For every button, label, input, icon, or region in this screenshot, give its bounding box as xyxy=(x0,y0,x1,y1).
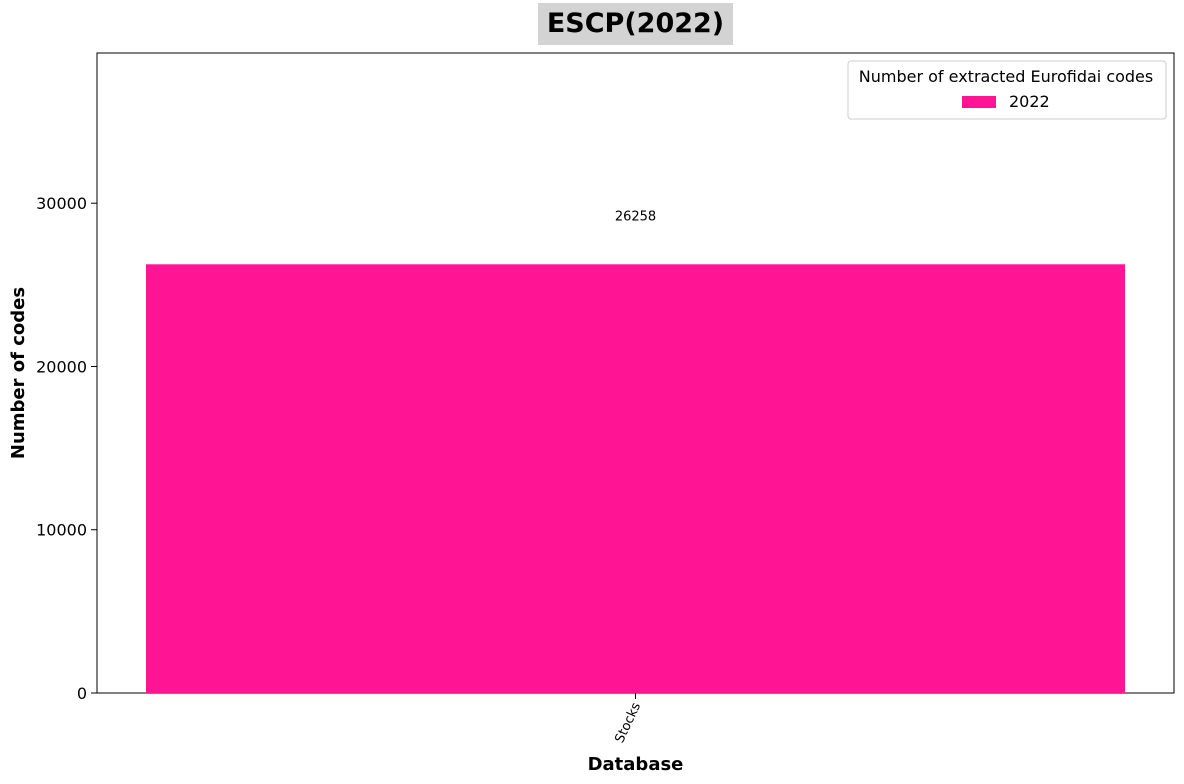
chart-title-background xyxy=(538,3,733,45)
bar-stocks xyxy=(146,264,1125,693)
y-tick-label: 10000 xyxy=(36,521,87,540)
data-labels: 26258 xyxy=(615,209,656,224)
x-tick-label: Stocks xyxy=(612,700,644,745)
y-axis-label: Number of codes xyxy=(8,287,29,459)
legend-entry-2022: 2022 xyxy=(1009,92,1050,111)
legend-swatch-2022 xyxy=(962,96,996,108)
y-tick-label: 0 xyxy=(77,684,87,703)
chart-title: ESCP(2022) xyxy=(547,8,724,39)
y-tick-label: 30000 xyxy=(36,194,87,213)
x-axis-ticks: Stocks xyxy=(612,693,644,745)
legend: Number of extracted Eurofidai codes 2022 xyxy=(847,60,1167,120)
y-tick-label: 20000 xyxy=(36,357,87,376)
legend-box xyxy=(847,60,1167,120)
bar-value-label: 26258 xyxy=(615,209,656,224)
x-axis-label: Database xyxy=(588,754,684,775)
legend-title: Number of extracted Eurofidai codes xyxy=(859,67,1153,86)
bar-series xyxy=(146,264,1125,693)
y-axis-ticks: 0 10000 20000 30000 xyxy=(36,194,97,703)
